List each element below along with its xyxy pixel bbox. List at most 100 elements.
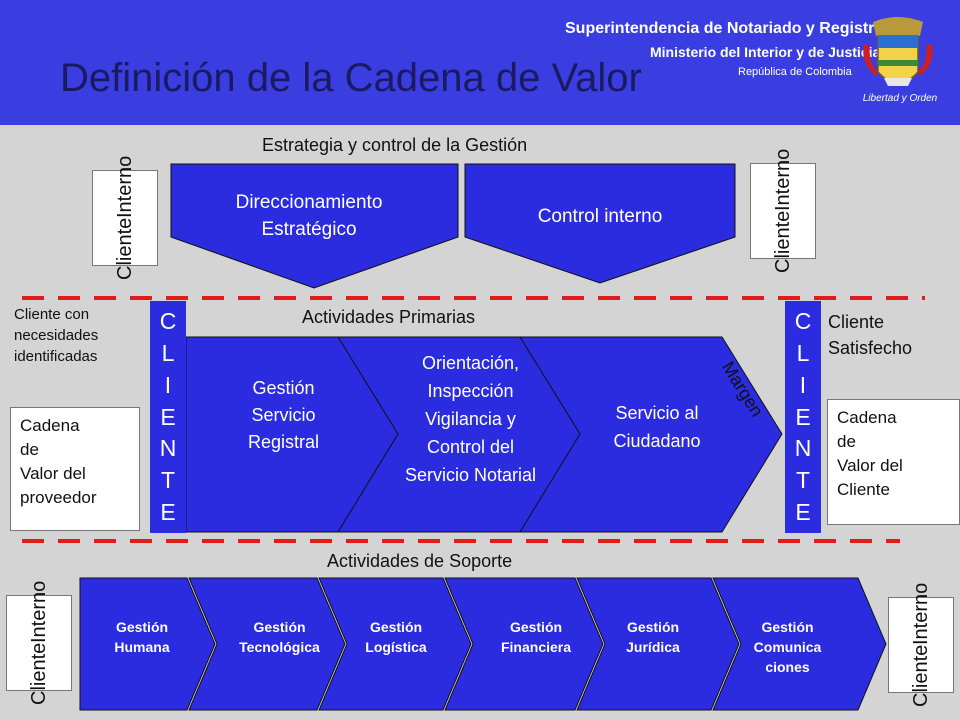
ministry-name: Ministerio del Interior y de Justicia (650, 44, 881, 60)
support-activity-6-line3: ciones (765, 659, 810, 675)
page-title: Definición de la Cadena de Valor (60, 56, 642, 100)
right-note-line2: Satisfecho (828, 338, 913, 358)
primary-activity-3 (519, 336, 783, 533)
cliente-left-letter-i: I (164, 371, 172, 398)
strategy-box2-text: Control interno (537, 206, 663, 227)
support-activity-1-text: Gestión Humana (92, 617, 192, 657)
support-activity-4-line2: Financiera (500, 639, 572, 655)
support-activity-5-text: Gestión Jurídica (598, 617, 708, 657)
support-activity-6-line1: Gestión (761, 619, 814, 635)
support-activity-4-text: Gestión Financiera (480, 617, 592, 657)
strategy-box1-line2: Estratégico (261, 219, 357, 240)
primary-activity-2-line4: Control del (426, 437, 515, 457)
right-client-note: Cliente Satisfecho (828, 309, 912, 361)
supplier-value-chain-box: Cadena de Valor del proveedor (10, 407, 140, 531)
support-activity-6-text: Gestión Comunica ciones (740, 617, 835, 677)
support-activity-2-line1: Gestión (253, 619, 306, 635)
cliente-left-letter-e2: E (160, 499, 176, 526)
support-left-client-line1: Cliente (28, 643, 50, 706)
cliente-left-letter-c: C (159, 307, 177, 334)
left-box-line3: Valor del (20, 464, 86, 483)
support-right-client-line1: Cliente (910, 645, 932, 708)
org-name: Superintendencia de Notariado y Registro (565, 20, 885, 37)
support-left-client-box: Cliente Interno (6, 581, 72, 705)
right-box-line3: Valor del (837, 456, 903, 475)
cliente-right-letter-c: C (794, 307, 812, 334)
cliente-right-letter-l: L (796, 339, 810, 366)
support-activity-2 (188, 577, 346, 711)
main-area: Estrategia y control de la Gestión Clien… (0, 125, 960, 720)
support-activity-1-line2: Humana (114, 639, 170, 655)
primary-activity-3-line1: Servicio al (615, 403, 699, 423)
support-activity-5-line1: Gestión (626, 619, 680, 635)
primary-activity-1-line2: Servicio (251, 405, 316, 425)
left-note-line3: identificadas (14, 348, 98, 365)
primary-activity-2-line5: Servicio Notarial (404, 465, 537, 485)
strategy-left-client-box: Cliente Interno (92, 156, 158, 280)
cliente-right-letter-n: N (794, 435, 812, 462)
header-banner: Definición de la Cadena de Valor Superin… (0, 0, 960, 125)
left-box-line4: proveedor (20, 488, 97, 507)
cliente-left-letter-l: L (161, 339, 175, 366)
country-name: República de Colombia (738, 66, 852, 78)
strategy-left-client-line2: Interno (114, 155, 136, 218)
motto-text: Libertad y Orden (862, 93, 938, 104)
cliente-left-letter-t: T (160, 467, 176, 494)
left-note-line2: necesidades (14, 327, 99, 344)
support-left-client-line2: Interno (28, 580, 50, 643)
left-supplier-note: Cliente con necesidades identificadas (14, 304, 98, 367)
primary-activity-3-line2: Ciudadano (613, 431, 701, 451)
strategy-box1-line1: Direccionamiento (235, 192, 383, 213)
primary-activity-2-line2: Inspección (427, 381, 514, 401)
cliente-column-left: C L I E N T E (150, 301, 186, 533)
strategy-shape-2 (464, 163, 736, 284)
cliente-column-right: C L I E N T E (785, 301, 821, 533)
strategy-heading: Estrategia y control de la Gestión (262, 135, 528, 155)
left-note-line1: Cliente con (14, 306, 90, 323)
support-activity-3-text: Gestión Logística (342, 617, 450, 657)
left-box-line1: Cadena (20, 416, 80, 435)
support-activity-5-line2: Jurídica (626, 639, 680, 655)
strategy-right-client-line1: Cliente (772, 211, 794, 274)
support-activity-5 (576, 577, 740, 711)
strategy-right-client-box: Cliente Interno (750, 149, 816, 273)
coat-of-arms-icon (863, 17, 933, 86)
right-note-line1: Cliente (828, 312, 885, 332)
left-box-line2: de (20, 440, 39, 459)
strategy-right-client-line2: Interno (772, 148, 794, 211)
support-right-client-line2: Interno (910, 582, 932, 645)
right-box-line1: Cadena (837, 408, 897, 427)
support-activity-1 (79, 577, 216, 711)
primary-activity-1-line1: Gestión (252, 378, 315, 398)
support-activity-2-line2: Tecnológica (239, 639, 320, 655)
support-activity-6-line2: Comunica (753, 639, 822, 655)
primary-activity-2-line3: Vigilancia y (425, 409, 516, 429)
cliente-left-letter-n: N (159, 435, 177, 462)
right-box-line4: Cliente (837, 480, 890, 499)
cliente-right-letter-i: I (799, 371, 807, 398)
cliente-right-letter-e: E (795, 403, 811, 430)
primary-heading: Actividades Primarias (302, 307, 476, 327)
right-box-line2: de (837, 432, 856, 451)
value-chain-diagram (22, 163, 925, 711)
strategy-left-client-line1: Cliente (114, 218, 136, 281)
strategy-shape-1 (170, 163, 459, 289)
strategy-box1-text: Direccionamiento Estratégico (171, 189, 447, 243)
cliente-left-letter-e: E (160, 403, 176, 430)
support-activity-3-line1: Gestión (369, 619, 423, 635)
support-activity-4-line1: Gestión (509, 619, 563, 635)
primary-activity-3-text: Servicio al Ciudadano (572, 399, 742, 455)
support-activity-1-line1: Gestión (115, 619, 169, 635)
primary-activity-2-text: Orientación, Inspección Vigilancia y Con… (383, 349, 558, 489)
primary-activity-1-line3: Registral (247, 432, 320, 452)
cliente-right-letter-t: T (795, 467, 811, 494)
support-activity-3-line2: Logística (365, 639, 427, 655)
support-right-client-box: Cliente Interno (888, 583, 954, 707)
support-activity-4 (444, 577, 604, 711)
support-heading: Actividades de Soporte (327, 551, 513, 571)
primary-activity-2-line1: Orientación, (421, 353, 520, 373)
cliente-right-letter-e2: E (795, 499, 811, 526)
support-activity-2-text: Gestión Tecnológica (222, 617, 337, 657)
support-activity-3 (318, 577, 472, 711)
primary-activity-1-text: Gestión Servicio Registral (196, 375, 371, 456)
